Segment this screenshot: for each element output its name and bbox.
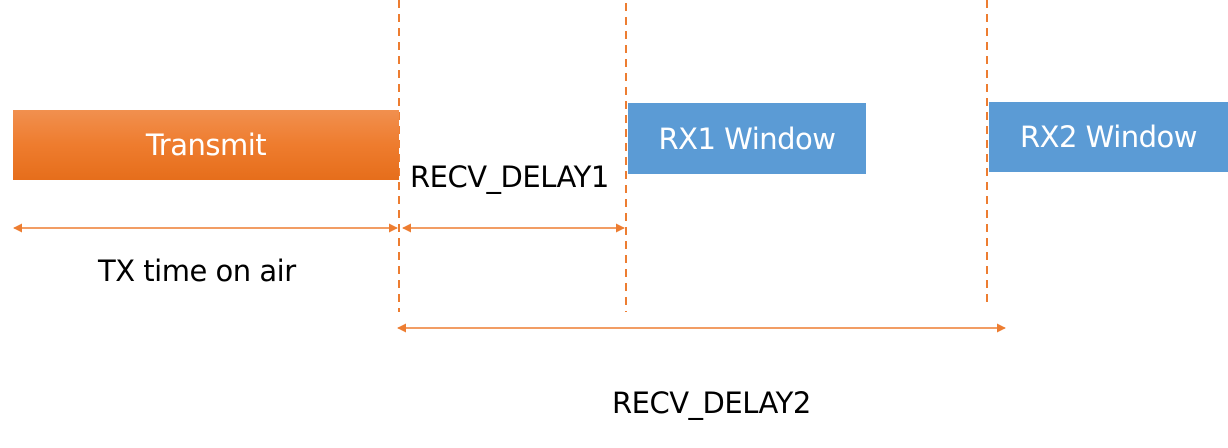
transmit-label: Transmit <box>145 128 267 162</box>
transmit-box: Transmit <box>13 110 399 180</box>
tx-time-on-air-label: TX time on air <box>98 254 296 288</box>
rx1-window-box: RX1 Window <box>628 103 866 174</box>
recv-delay1-label: RECV_DELAY1 <box>410 160 609 194</box>
rx2-window-label: RX2 Window <box>1019 120 1198 154</box>
rx1-window-label: RX1 Window <box>658 121 836 156</box>
rx2-window-box: RX2 Window <box>989 102 1228 172</box>
recv-delay2-label: RECV_DELAY2 <box>612 386 811 420</box>
